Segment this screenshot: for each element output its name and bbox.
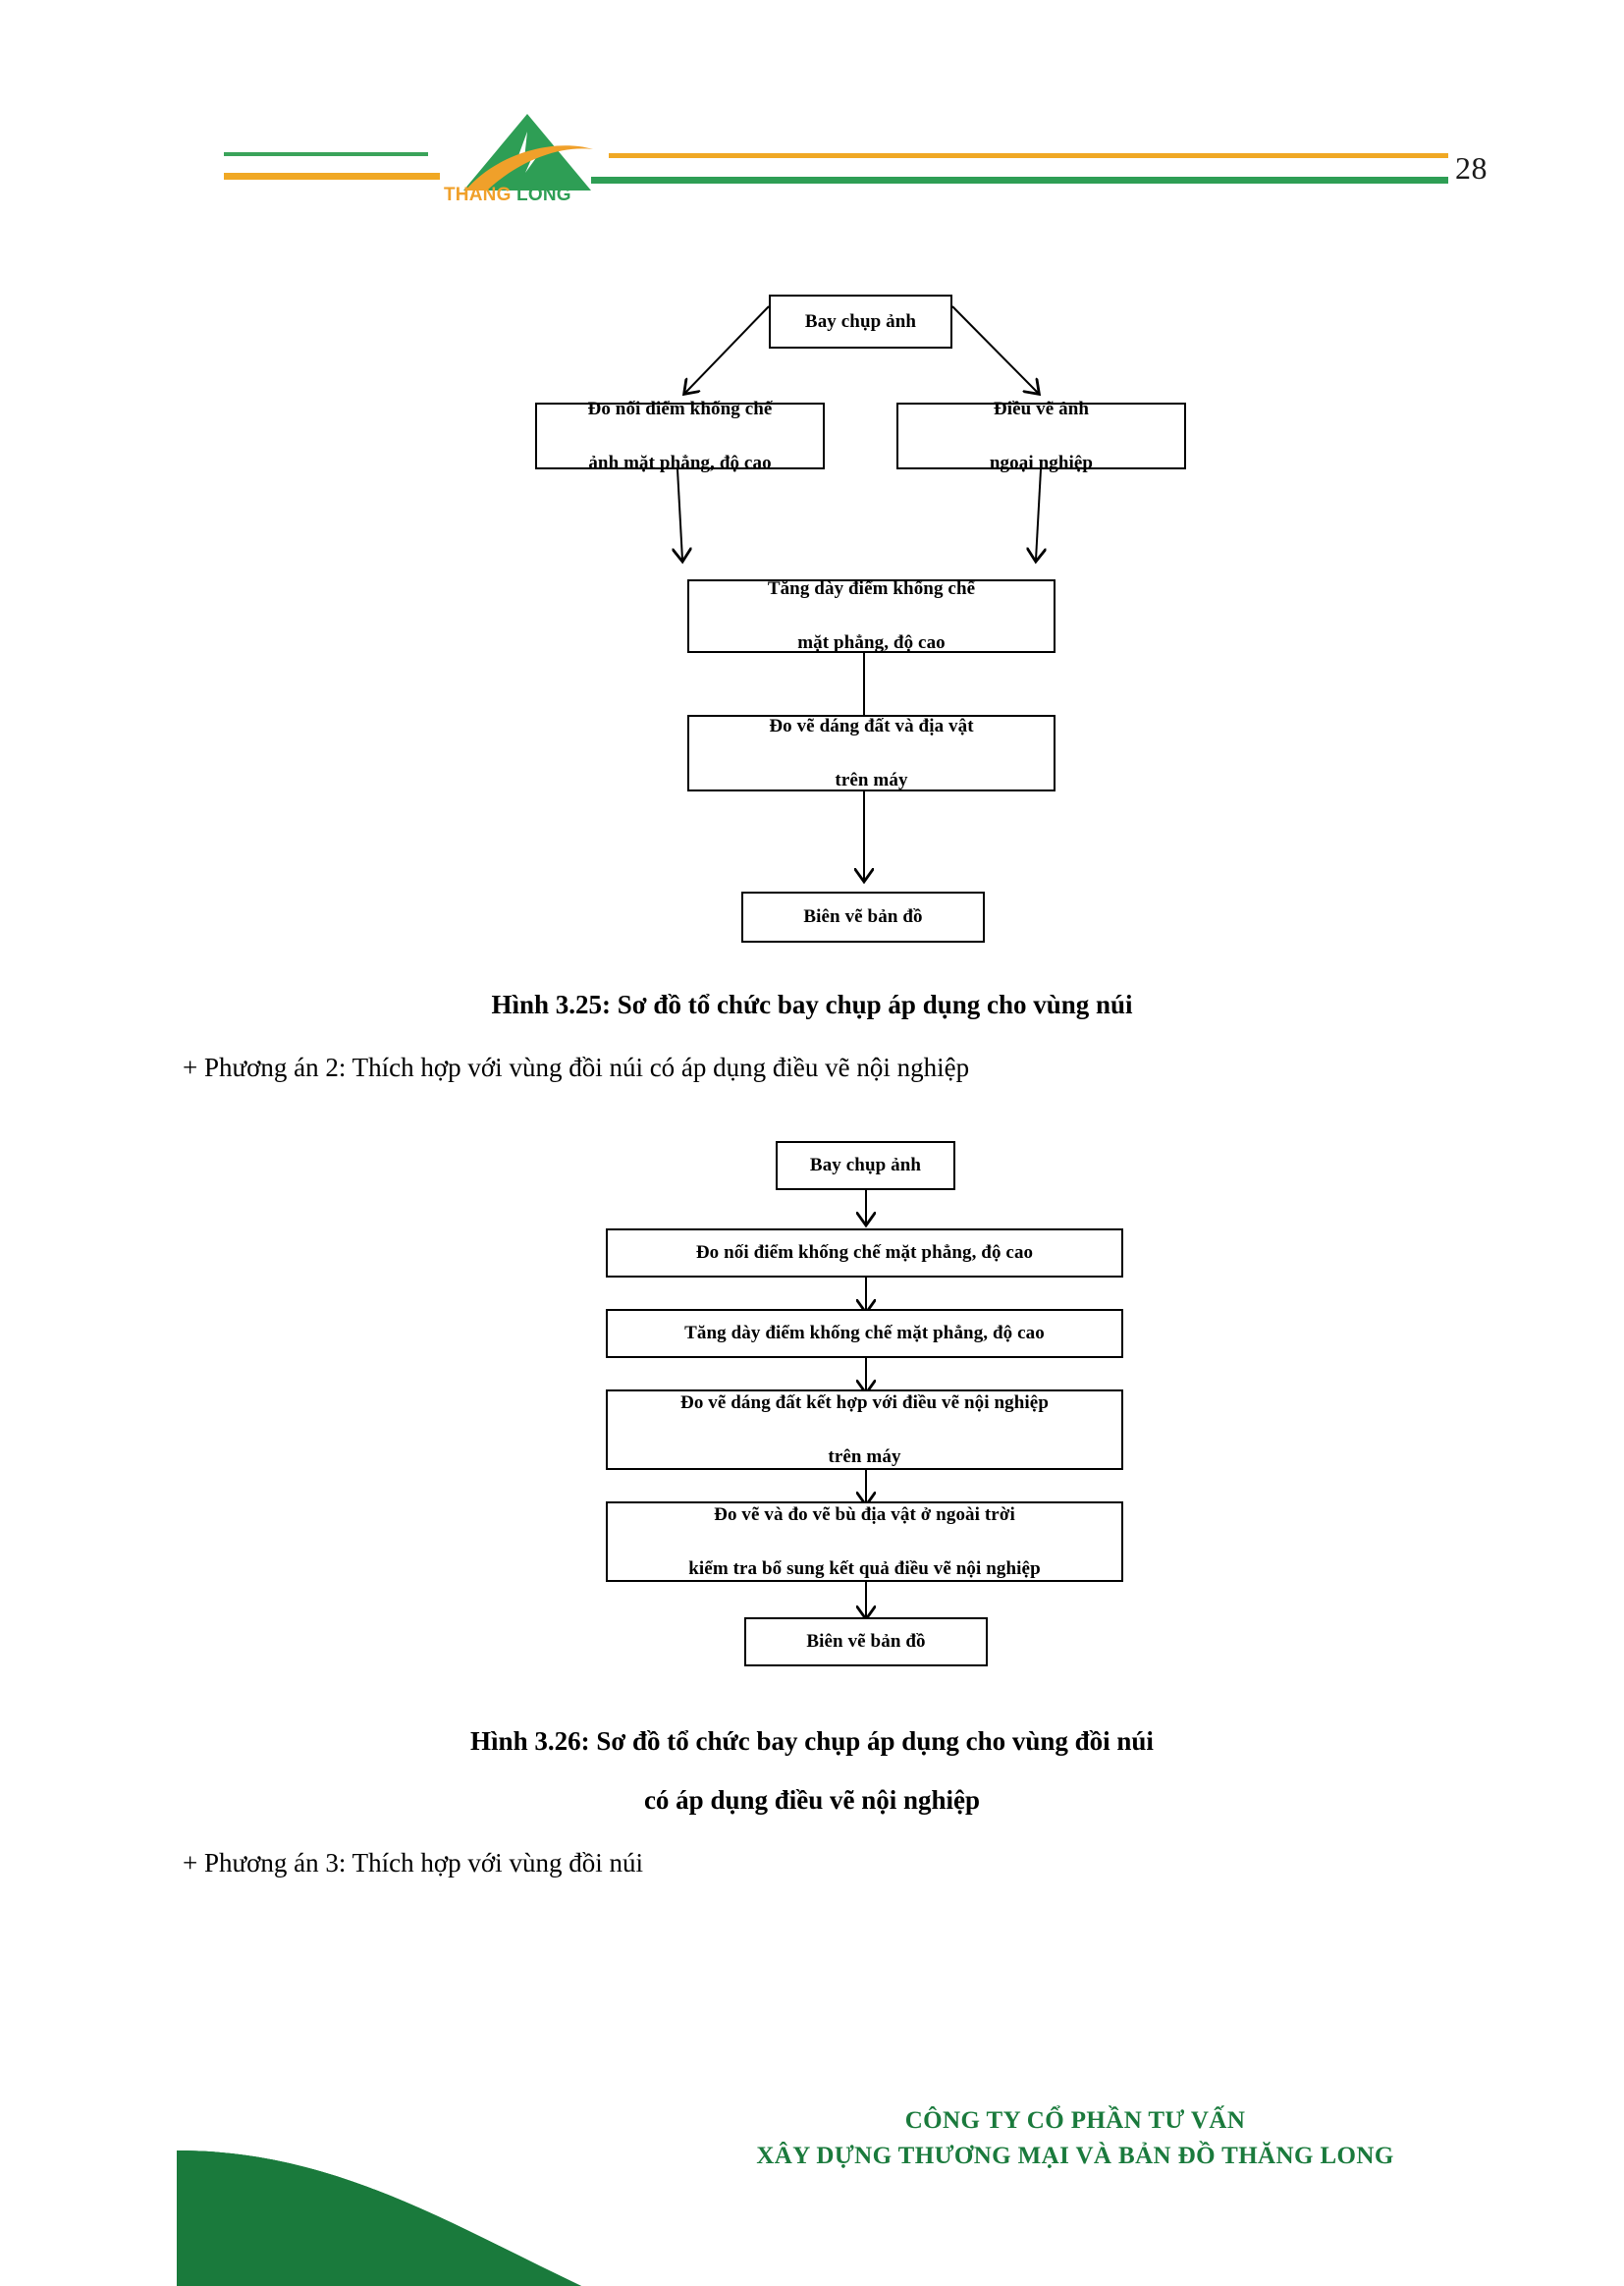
flow2-node-do-ve-dang-dat-ket-hop: Đo vẽ dáng đất kết hợp với điều vẽ nội n… [606, 1389, 1123, 1470]
flow-edge-5-to-6 [0, 789, 1624, 894]
logo-word-long: LONG [516, 185, 571, 205]
figure-caption-326-line1: Hình 3.26: Sơ đồ tổ chức bay chụp áp dụn… [470, 1726, 1154, 1756]
footer-company-name: CÔNG TY CỔ PHẦN TƯ VẤN XÂY DỰNG THƯƠNG M… [687, 2103, 1463, 2173]
flow-node-bay-chup-anh-1: Bay chụp ảnh [769, 295, 952, 349]
flow2-node-bien-ve-ban-do: Biên vẽ bản đồ [744, 1617, 988, 1666]
flow-node-do-ve-dang-dat: Đo vẽ dáng đất và địa vật trên máy [687, 715, 1056, 791]
logo-word-thang: THĂNG [444, 185, 512, 205]
flow2-node-tang-day-diem: Tăng dày điểm khống chế mặt phẳng, độ ca… [606, 1309, 1123, 1358]
flowchart-figure-326: Bay chụp ảnh Đo nối điểm khống chế mặt p… [0, 1141, 1624, 1666]
flow2-edge-4-5 [0, 1468, 1624, 1515]
footer-company-line-1: CÔNG TY CỔ PHẦN TƯ VẤN [904, 2107, 1246, 2134]
flow2-edge-3-4 [0, 1356, 1624, 1403]
page-footer [0, 2019, 1624, 2286]
flow-node-bien-ve-ban-do-1: Biên vẽ bản đồ [741, 892, 985, 943]
header-rule-orange-left [224, 173, 440, 180]
flow2-node-bay-chup-anh: Bay chụp ảnh [776, 1141, 955, 1190]
paragraph-phuong-an-2: + Phương án 2: Thích hợp với vùng đồi nú… [183, 1053, 970, 1082]
header-rule-green-right [591, 177, 1448, 184]
footer-company-line-2: XÂY DỰNG THƯƠNG MẠI VÀ BẢN ĐỒ THĂNG LONG [756, 2142, 1394, 2169]
flow-node-tang-day-diem-khong-che: Tăng dày điểm khống chế mặt phẳng, độ ca… [687, 578, 1056, 653]
footer-wave-graphic [177, 2150, 582, 2286]
logo-wordmark: THĂNG LONG [444, 185, 613, 206]
flow2-edge-2-3 [0, 1276, 1624, 1323]
page-number: 28 [1455, 150, 1488, 186]
thang-long-logo-icon [444, 110, 611, 208]
header-rule-green-left [224, 152, 428, 156]
flow2-edge-1-2 [0, 1188, 1624, 1235]
flow-node-dieu-ve-anh-ngoai-nghiep: Điều vẽ ảnh ngoại nghiệp [896, 399, 1186, 473]
flow2-edge-5-6 [0, 1580, 1624, 1629]
flow-edges-split-top [0, 305, 1624, 432]
flow-edges-merge [0, 468, 1624, 585]
page-header: THĂNG LONG 28 [0, 0, 1624, 211]
flow2-node-do-ve-bu-dia-vat: Đo vẽ và đo vẽ bù địa vật ở ngoài trời k… [606, 1501, 1123, 1582]
flowchart-figure-325: Bay chụp ảnh Đo nối điểm khống chế ảnh m… [0, 0, 1624, 982]
paragraph-phuong-an-3: + Phương án 3: Thích hợp với vùng đồi nú… [183, 1848, 643, 1878]
figure-caption-326-line2: có áp dụng điều vẽ nội nghiệp [643, 1785, 981, 1815]
figure-caption-325: Hình 3.25: Sơ đồ tổ chức bay chụp áp dụn… [491, 990, 1133, 1019]
header-rule-orange-right [609, 153, 1448, 158]
flow2-node-do-noi-diem: Đo nối điểm khống chế mặt phẳng, độ cao [606, 1228, 1123, 1278]
flow-node-do-noi-diem-khong-che: Đo nối điểm khống chế ảnh mặt phẳng, độ … [535, 399, 825, 473]
